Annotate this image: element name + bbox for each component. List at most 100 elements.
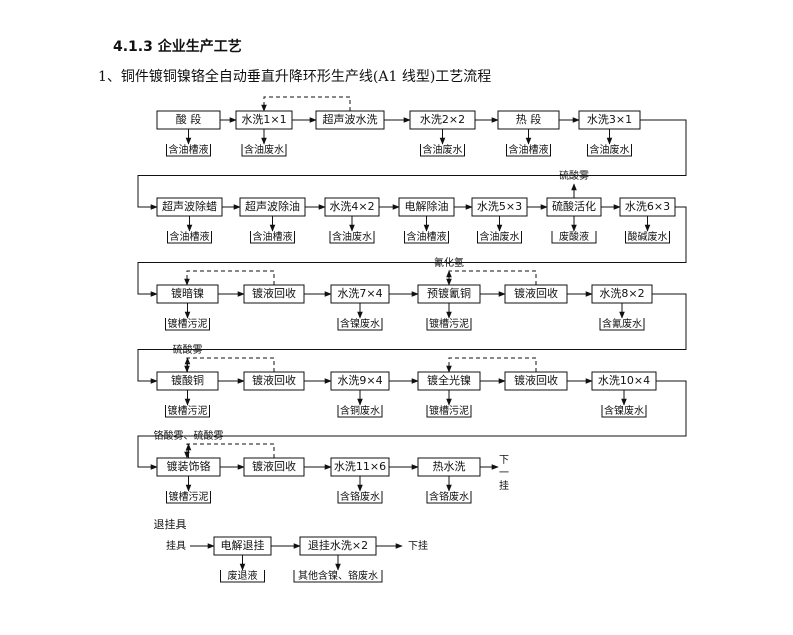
process-step-box xyxy=(417,371,481,391)
process-step-label: 镀液回收 xyxy=(252,459,296,473)
process-step-box xyxy=(243,284,305,304)
process-step-label: 电解除油 xyxy=(405,199,449,213)
process-step-box xyxy=(156,284,219,304)
process-step-label: 超声波水洗 xyxy=(323,112,378,126)
process-step-label: 镀液回收 xyxy=(514,373,558,387)
process-step-box xyxy=(156,197,223,217)
waste-output-label: 含镍废水 xyxy=(340,317,380,330)
waste-output-label: 含铬废水 xyxy=(429,490,469,503)
row-wrap-connector xyxy=(137,293,687,384)
waste-output-label: 镀槽污泥 xyxy=(429,317,469,330)
waste-output-label: 废酸液 xyxy=(559,230,589,243)
output-bracket xyxy=(420,144,465,157)
recycle-loop xyxy=(446,357,537,373)
process-step-box xyxy=(330,457,390,477)
process-step-box xyxy=(591,284,653,304)
row-wrap-connector xyxy=(137,119,687,210)
recycle-loop xyxy=(184,357,275,373)
process-step-label: 镀液回收 xyxy=(252,286,296,300)
process-step-box xyxy=(398,197,455,217)
process-step-box xyxy=(578,110,641,130)
process-step-box xyxy=(417,284,481,304)
process-step-label: 预镀氰铜 xyxy=(427,286,471,300)
process-step-box xyxy=(471,197,528,217)
process-step-box xyxy=(299,536,377,556)
emission-label: 硫酸雾 xyxy=(559,169,589,182)
waste-output-label: 含油废水 xyxy=(480,230,520,243)
rack-out-label: 下挂 xyxy=(408,539,428,552)
process-box-layer xyxy=(156,110,676,556)
process-step-box xyxy=(409,110,476,130)
output-bracket xyxy=(426,405,472,418)
output-bracket xyxy=(220,570,265,583)
recycle-loop xyxy=(184,270,275,286)
recycle-loop xyxy=(446,270,537,286)
output-bracket xyxy=(337,318,383,331)
waste-output-label: 含油槽液 xyxy=(170,230,210,243)
emission-label: 铬酸雾、硫酸雾 xyxy=(154,429,224,442)
row-wrap-connector xyxy=(137,380,687,470)
output-bracket xyxy=(165,405,210,418)
process-step-label: 镀暗镍 xyxy=(171,286,204,300)
output-bracket xyxy=(551,231,597,244)
output-bracket xyxy=(166,144,211,157)
process-step-box xyxy=(497,110,560,130)
waste-output-label: 含镍废水 xyxy=(604,404,644,417)
next-step-label: 一 xyxy=(499,468,509,479)
process-step-label: 热 段 xyxy=(516,112,542,126)
process-step-box xyxy=(504,284,568,304)
output-bracket xyxy=(166,491,211,504)
output-bracket xyxy=(426,491,472,504)
process-step-box xyxy=(330,371,390,391)
process-step-box xyxy=(504,371,568,391)
process-step-label: 水洗9×4 xyxy=(337,374,382,387)
rack-title: 退挂具 xyxy=(154,517,187,531)
emission-label: 硫酸雾 xyxy=(173,343,203,356)
waste-output-label: 含油废水 xyxy=(244,143,284,156)
process-step-box xyxy=(156,110,221,130)
process-step-label: 热水洗 xyxy=(433,460,466,473)
output-bracket xyxy=(293,570,383,583)
output-bracket xyxy=(426,318,472,331)
output-bracket xyxy=(337,405,383,418)
process-step-label: 水洗10×4 xyxy=(598,374,650,387)
process-step-box xyxy=(243,457,305,477)
process-step-box xyxy=(619,197,676,217)
process-step-label: 镀液回收 xyxy=(514,286,558,300)
process-step-label: 硫酸活化 xyxy=(552,199,596,213)
output-bracket xyxy=(337,491,383,504)
process-step-label: 镀酸铜 xyxy=(171,373,204,387)
process-step-box xyxy=(213,536,272,556)
waste-output-label: 镀槽污泥 xyxy=(168,317,208,330)
emission-label: 氰化氢 xyxy=(434,256,464,269)
output-bracket xyxy=(165,318,210,331)
waste-output-label: 含油废水 xyxy=(423,143,463,156)
output-bracket xyxy=(167,231,212,244)
waste-output-label: 含铜废水 xyxy=(340,404,380,417)
waste-output-label: 废退液 xyxy=(228,569,258,582)
process-step-label: 水洗11×6 xyxy=(334,460,386,473)
process-step-box xyxy=(156,457,221,477)
label-layer: 酸 段含油槽液水洗1×1含油废水超声波水洗水洗2×2含油废水热 段含油槽液水洗3… xyxy=(154,112,671,582)
next-step-label: 下 xyxy=(499,455,509,466)
output-bracket xyxy=(329,231,375,244)
process-step-label: 镀液回收 xyxy=(252,373,296,387)
connector-layer xyxy=(137,96,687,583)
next-step-label: 挂 xyxy=(499,479,509,492)
process-step-label: 镀装饰铬 xyxy=(167,459,211,473)
process-step-label: 水洗4×2 xyxy=(329,200,374,213)
waste-output-label: 镀槽污泥 xyxy=(168,404,208,417)
output-bracket xyxy=(404,231,449,244)
waste-output-label: 含油槽液 xyxy=(253,230,293,243)
process-step-box xyxy=(417,457,481,477)
output-bracket xyxy=(477,231,522,244)
output-bracket xyxy=(625,231,670,244)
recycle-loop xyxy=(184,443,275,459)
process-step-label: 水洗7×4 xyxy=(337,287,382,300)
process-step-box xyxy=(235,110,293,130)
process-step-label: 电解退挂 xyxy=(221,538,265,552)
process-step-label: 水洗5×3 xyxy=(477,200,522,213)
output-bracket xyxy=(601,405,647,418)
process-step-label: 酸 段 xyxy=(176,112,202,126)
